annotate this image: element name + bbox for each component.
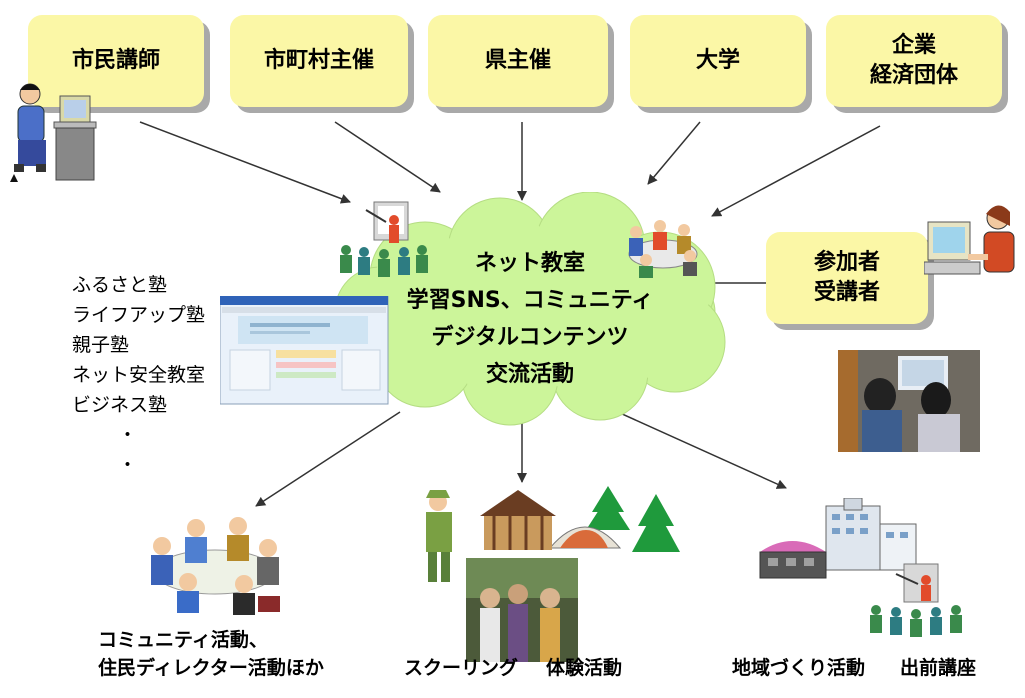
course-item: ビジネス塾 <box>72 394 168 416</box>
caption-delivery: 出前講座 <box>900 657 977 679</box>
schooling-experience-image <box>426 486 680 662</box>
teacher-board-image <box>340 201 428 277</box>
box-university-label: 大学 <box>695 48 740 73</box>
box-municipal: 市町村主催 <box>230 15 408 107</box>
course-item: ・ <box>118 424 138 446</box>
regional-building-image <box>759 498 962 637</box>
arrow-citizen-lecturer <box>139 121 351 204</box>
class-photo-image <box>838 350 980 452</box>
website-screenshot-image <box>220 296 389 405</box>
group-meeting-image <box>628 220 698 278</box>
cloud-line-net-classroom: ネット教室 <box>474 251 585 276</box>
arrow-community <box>255 411 401 507</box>
box-prefecture-label: 県主催 <box>484 48 551 73</box>
cloud-line-digital-contents: デジタルコンテンツ <box>431 325 629 350</box>
cloud-line-exchange: 交流活動 <box>485 362 574 387</box>
arrow-municipal <box>334 121 441 193</box>
cloud-line-sns: 学習SNS、コミュニティ <box>406 288 654 313</box>
box-municipal-label: 市町村主催 <box>263 48 374 73</box>
arrow-university <box>647 121 701 185</box>
box-prefecture: 県主催 <box>428 15 608 107</box>
center-cloud <box>334 192 726 426</box>
course-item: ライフアップ塾 <box>72 304 206 326</box>
caption-regional: 地域づくり活動 <box>732 657 866 679</box>
computer-user-image <box>10 83 97 182</box>
caption-schooling: スクーリング <box>404 657 519 679</box>
caption-community-line1: コミュニティ活動、 <box>98 629 268 651</box>
caption-experience: 体験活動 <box>546 657 623 679</box>
box-company-line2: 経済団体 <box>869 63 958 88</box>
course-item: ふるさと塾 <box>72 274 168 296</box>
box-citizen-lecturer: 市民講師 <box>28 15 204 107</box>
box-participants: 参加者 受講者 <box>766 232 928 324</box>
course-item: 親子塾 <box>72 334 130 356</box>
box-citizen-lecturer-label: 市民講師 <box>71 48 160 73</box>
arrow-regional <box>599 403 787 489</box>
box-participants-line2: 受講者 <box>813 280 880 305</box>
box-university: 大学 <box>630 15 806 107</box>
course-item: ネット安全教室 <box>72 364 206 386</box>
box-participants-line1: 参加者 <box>813 250 880 275</box>
box-company-line1: 企業 <box>891 33 936 58</box>
course-item: ・ <box>118 454 138 476</box>
participant-user-image <box>924 205 1015 275</box>
course-list: ふるさと塾 ライフアップ塾 親子塾 ネット安全教室 ビジネス塾 ・ ・ <box>72 270 205 480</box>
caption-community: コミュニティ活動、 住民ディレクター活動ほか <box>98 626 324 682</box>
arrow-company <box>711 125 881 217</box>
community-meeting-image <box>151 517 280 615</box>
cloud-text: ネット教室 学習SNS、コミュニティ デジタルコンテンツ 交流活動 <box>400 245 660 393</box>
caption-community-line2: 住民ディレクター活動ほか <box>98 657 324 679</box>
box-company: 企業 経済団体 <box>826 15 1002 107</box>
